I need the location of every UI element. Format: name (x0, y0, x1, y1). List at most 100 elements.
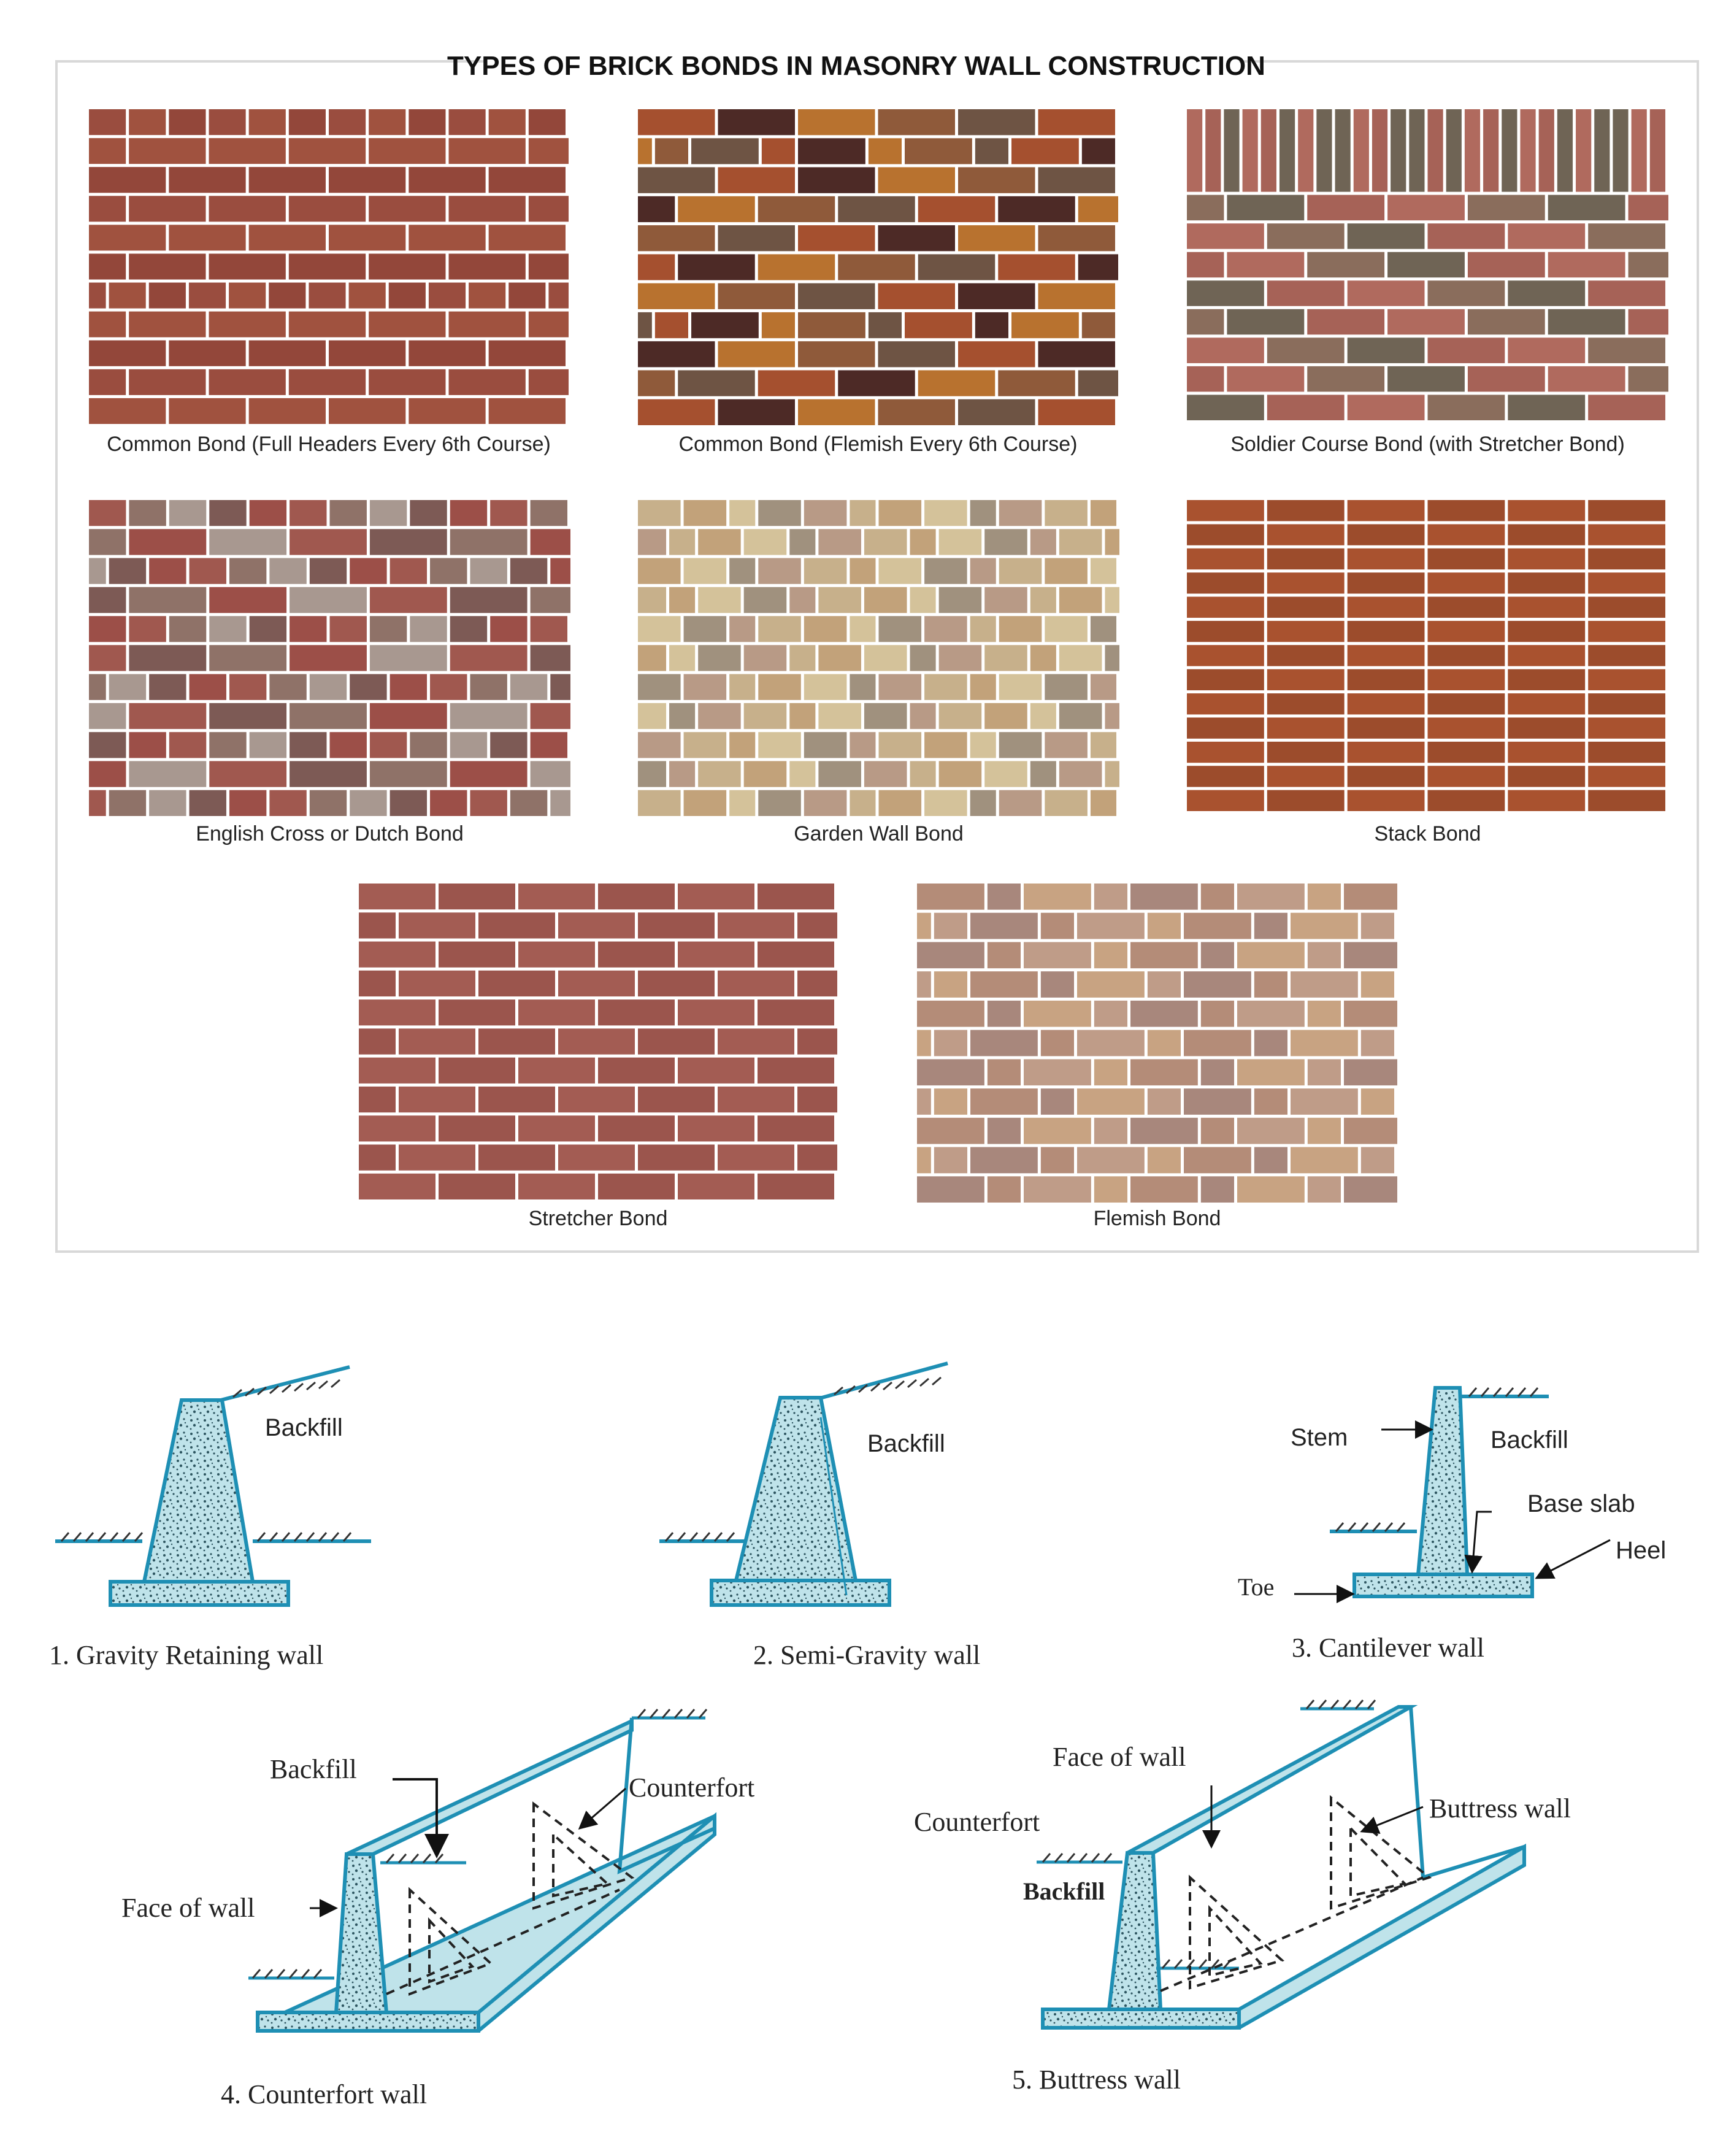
brick (1588, 717, 1665, 739)
brick (758, 790, 801, 816)
base-slab-label: Base slab (1527, 1490, 1635, 1517)
brick (1347, 548, 1425, 570)
brick (550, 558, 570, 584)
brick (1030, 761, 1056, 787)
brick (910, 761, 936, 787)
gravity-wall-body (142, 1398, 255, 1584)
bond-caption: Soldier Course Bond (with Stretcher Bond… (1230, 433, 1625, 456)
brick (89, 761, 126, 787)
brick (329, 109, 366, 136)
brick (329, 500, 367, 526)
brick (917, 942, 984, 969)
brick (369, 311, 446, 337)
brick (350, 790, 387, 816)
brick (209, 703, 287, 730)
brick (1038, 283, 1115, 309)
brick (1030, 703, 1056, 730)
brick (1130, 1117, 1198, 1144)
brick (999, 500, 1042, 526)
brick (1045, 500, 1088, 526)
brick (878, 790, 922, 816)
brick (149, 674, 186, 700)
brick (1347, 669, 1425, 691)
brick (1200, 884, 1234, 910)
slope-hatch (834, 1376, 942, 1396)
ground-hatch (60, 1532, 144, 1542)
brick (1588, 223, 1665, 249)
brick (1347, 717, 1425, 739)
brick (1427, 524, 1505, 545)
brick (129, 645, 207, 671)
brick (638, 1086, 715, 1113)
brick (1502, 109, 1517, 192)
wall-stem (1107, 1851, 1163, 2011)
brick (1427, 645, 1505, 666)
brick (249, 732, 287, 758)
brick (1427, 620, 1505, 642)
brick (729, 790, 756, 816)
bricks (0, 500, 570, 816)
brick (1059, 761, 1102, 787)
brick (1045, 616, 1088, 642)
brick (488, 398, 566, 424)
brick (638, 645, 667, 671)
brick (229, 282, 266, 309)
heel-label: Heel (1616, 1537, 1666, 1564)
brick (1344, 942, 1397, 969)
brick (758, 370, 835, 396)
ground-hatch (1161, 1959, 1232, 1969)
brick (1187, 693, 1264, 715)
base-slab-arrow (1464, 1511, 1492, 1574)
brick (0, 587, 46, 613)
brick (510, 558, 548, 584)
brick (450, 616, 488, 642)
brick (1307, 309, 1385, 335)
brick (89, 311, 126, 337)
brick (1237, 884, 1305, 910)
brick (369, 196, 446, 222)
brick (924, 674, 967, 700)
brick (718, 167, 795, 193)
brick (518, 884, 595, 910)
brick (970, 1147, 1038, 1174)
brick (478, 1144, 555, 1171)
brick (789, 761, 816, 787)
brick (598, 941, 675, 968)
backfill-label: Backfill (1023, 1877, 1105, 1905)
ground-hatch (256, 1532, 352, 1542)
brick (169, 167, 246, 193)
brick (329, 167, 406, 193)
brick (1105, 645, 1119, 671)
brick (1588, 337, 1665, 363)
brick (1427, 500, 1505, 522)
brick (359, 1086, 396, 1113)
brick (1588, 693, 1665, 715)
brick (369, 369, 446, 395)
brick (288, 109, 326, 136)
brick (530, 732, 567, 758)
brick (89, 732, 126, 758)
cantilever-wall-caption: 3. Cantilever wall (1292, 1633, 1484, 1663)
brick (864, 587, 907, 614)
title-backdrop (485, 43, 1239, 86)
brick (209, 616, 247, 642)
brick (350, 558, 387, 584)
brick (450, 587, 528, 614)
brick (999, 558, 1042, 584)
brick (1200, 1176, 1234, 1203)
brick (818, 645, 861, 671)
brick (1409, 109, 1425, 192)
brick (359, 941, 435, 968)
brick (1040, 1088, 1074, 1115)
brick (189, 790, 226, 816)
brick (1105, 529, 1119, 555)
brick (1024, 1059, 1091, 1086)
brick (1307, 884, 1341, 910)
brick (1353, 109, 1369, 192)
brick (797, 1028, 837, 1055)
brick (1387, 252, 1465, 278)
brick (970, 732, 996, 758)
brick (938, 703, 982, 730)
brick (1360, 971, 1394, 998)
brick (934, 912, 967, 939)
